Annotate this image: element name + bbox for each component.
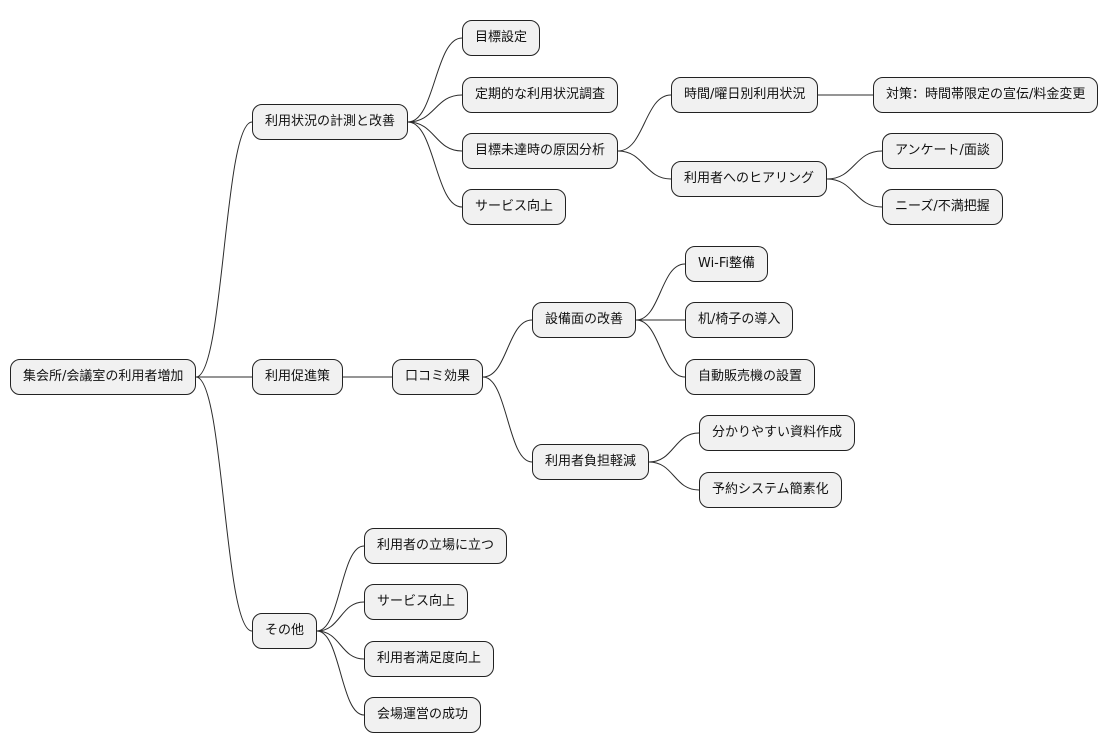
connector-root-other bbox=[195, 376, 253, 632]
connector-other-satisfaction bbox=[316, 630, 365, 660]
connector-wom-burden bbox=[482, 376, 533, 463]
node-usage-by-time: 時間/曜日別利用状況 bbox=[671, 77, 819, 113]
connector-other-success bbox=[316, 630, 365, 716]
node-periodic-survey: 定期的な利用状況調査 bbox=[462, 77, 619, 113]
node-simple-reservation: 予約システム簡素化 bbox=[699, 472, 842, 508]
node-venue-success: 会場運営の成功 bbox=[364, 697, 482, 733]
connector-burden-docs bbox=[648, 432, 700, 463]
connector-hearing-questionnaire bbox=[826, 150, 883, 180]
node-goal-setting: 目標設定 bbox=[462, 20, 541, 56]
node-service-improve-1: サービス向上 bbox=[462, 189, 567, 225]
node-root: 集会所/会議室の利用者増加 bbox=[10, 359, 197, 395]
node-promotion: 利用促進策 bbox=[252, 359, 344, 395]
connector-measure-survey bbox=[407, 94, 463, 123]
connector-other-standpoint bbox=[316, 545, 365, 632]
node-wifi: Wi-Fi整備 bbox=[685, 246, 769, 282]
node-reduce-burden: 利用者負担軽減 bbox=[532, 444, 650, 480]
connector-measure-goal bbox=[407, 37, 463, 123]
connector-measure-service1 bbox=[407, 121, 463, 208]
connector-root-measure bbox=[195, 121, 253, 378]
connector-cause-bytime bbox=[617, 94, 672, 152]
node-vending-machine: 自動販売機の設置 bbox=[685, 359, 816, 395]
node-needs: ニーズ/不満把握 bbox=[882, 189, 1003, 225]
node-other: その他 bbox=[252, 613, 318, 649]
connector-hearing-needs bbox=[826, 178, 883, 208]
node-clear-docs: 分かりやすい資料作成 bbox=[699, 415, 856, 451]
node-service-improve-2: サービス向上 bbox=[364, 584, 469, 620]
node-satisfaction: 利用者満足度向上 bbox=[364, 641, 495, 677]
node-word-of-mouth: 口コミ効果 bbox=[392, 359, 484, 395]
connector-cause-hearing bbox=[617, 150, 672, 180]
node-countermeasures: 対策：時間帯限定の宣伝/料金変更 bbox=[873, 77, 1099, 113]
node-user-hearing: 利用者へのヒアリング bbox=[671, 161, 828, 197]
connector-wom-facility bbox=[482, 319, 533, 378]
connector-facility-vending bbox=[635, 319, 686, 378]
connector-facility-wifi bbox=[635, 263, 686, 321]
node-measure-improve: 利用状況の計測と改善 bbox=[252, 104, 409, 140]
node-questionnaire: アンケート/面談 bbox=[882, 133, 1003, 169]
connector-measure-cause bbox=[407, 121, 463, 152]
connector-other-service2 bbox=[316, 601, 365, 632]
node-cause-analysis: 目標未達時の原因分析 bbox=[462, 133, 619, 169]
node-desk-chair: 机/椅子の導入 bbox=[685, 302, 794, 338]
node-user-standpoint: 利用者の立場に立つ bbox=[364, 528, 508, 564]
node-facility-improve: 設備面の改善 bbox=[532, 302, 637, 338]
connector-burden-reserve bbox=[648, 461, 700, 491]
